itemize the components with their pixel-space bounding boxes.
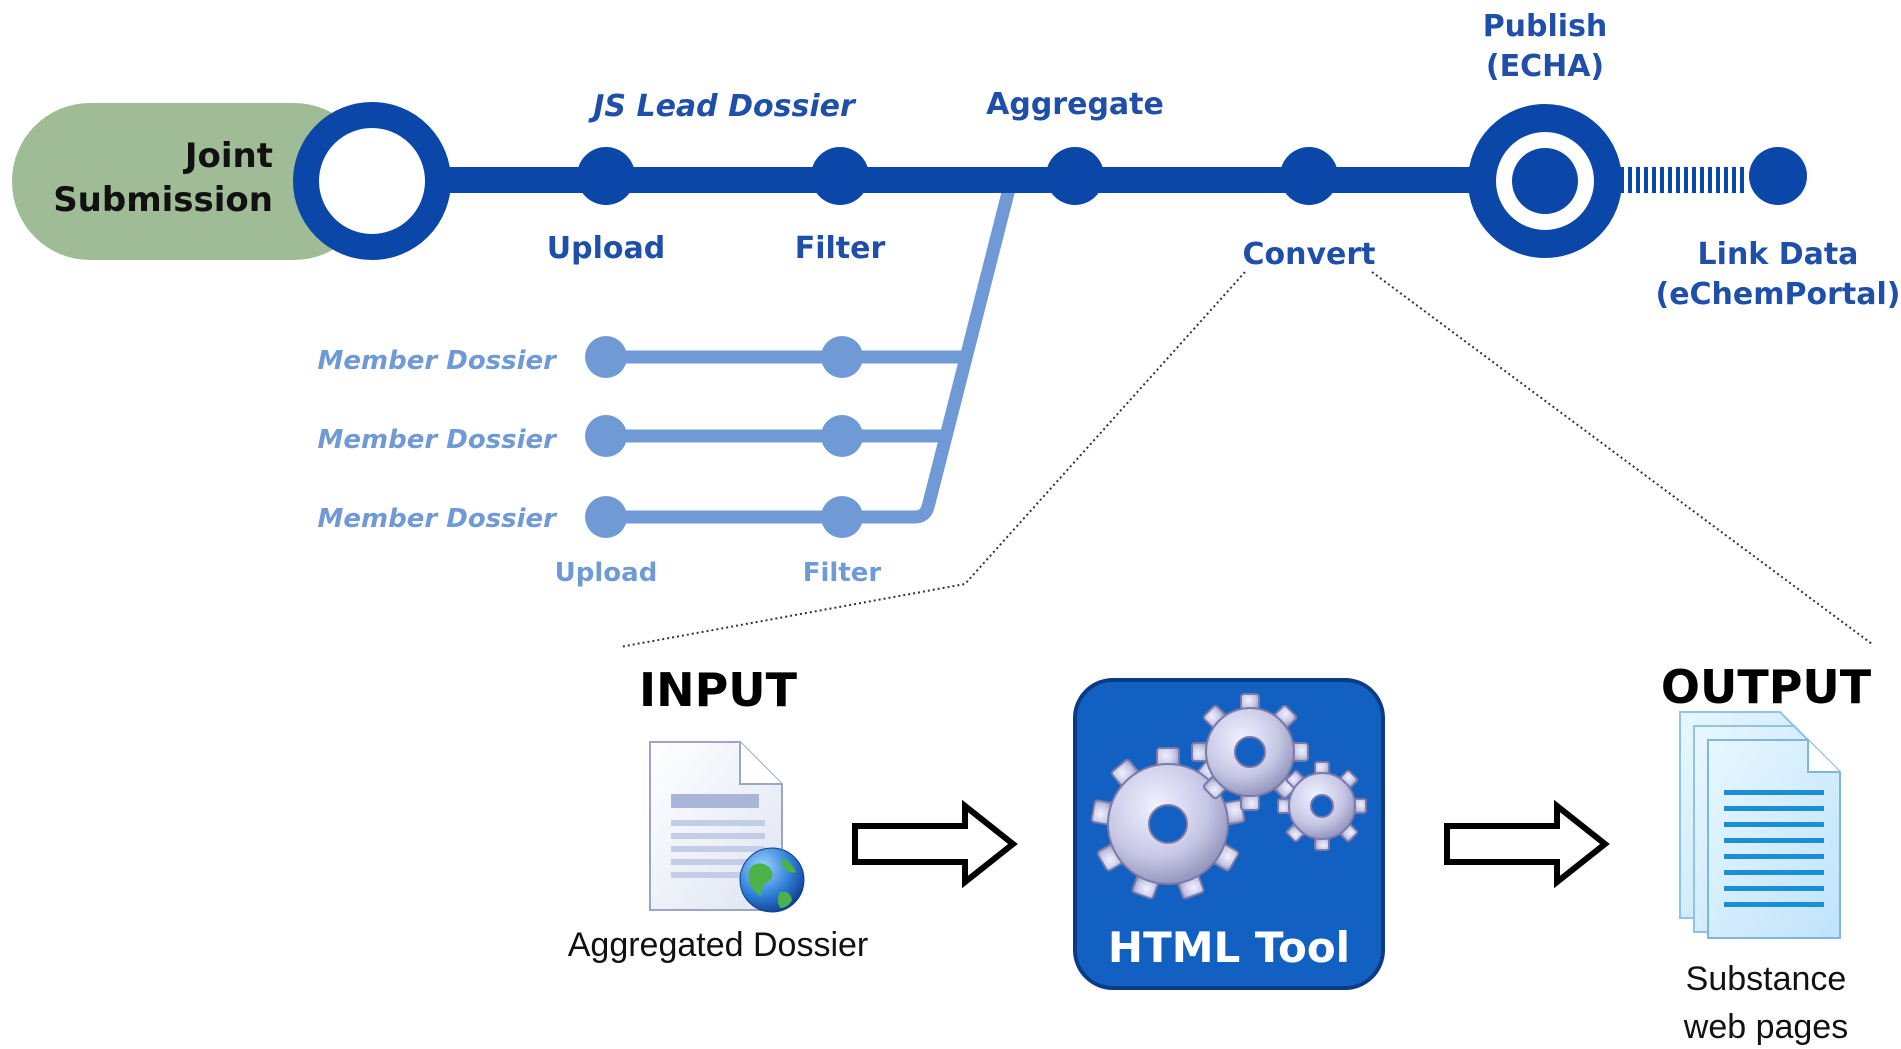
joint-submission-label-line2: Submission [53,180,273,220]
convert-label: Convert [1242,237,1375,272]
output-heading: OUTPUT [1661,660,1872,714]
joint-submission-node: Joint Submission [12,103,372,260]
main-line [293,102,1807,260]
member-dossier-label-1: Member Dossier [318,346,559,376]
member-filter-node-2 [821,415,863,457]
lead-upload-label: Upload [547,231,665,266]
zoom-line-left [619,271,1246,648]
member-branch [599,178,1017,524]
member-dossier-label-3: Member Dossier [318,504,559,534]
member-upload-node-1 [585,336,627,378]
gears-icon [1090,693,1367,900]
hollow-right-arrow-icon-2 [1444,799,1610,889]
joint-submission-label-line1: Joint [183,136,273,176]
member-filter-node-1 [821,336,863,378]
html-tool-box: HTML Tool [1073,678,1385,990]
publish-label-line2: (ECHA) [1486,49,1604,84]
js-lead-dossier-label: JS Lead Dossier [588,89,857,124]
convert-node [1280,147,1338,205]
output-caption-line2: web pages [1683,1008,1848,1046]
member-line-3-and-trunk [599,178,1017,524]
link-data-node [1749,147,1807,205]
hollow-right-arrow-icon [852,799,1018,889]
member-nodes [585,336,863,538]
joint-submission-pill [12,103,372,260]
member-filter-label: Filter [803,558,882,588]
document-with-globe-icon [649,741,805,913]
input-caption: Aggregated Dossier [568,926,869,964]
member-upload-node-3 [585,496,627,538]
input-heading: INPUT [639,663,798,717]
member-dossier-label-2: Member Dossier [318,425,559,455]
html-tool-label: HTML Tool [1108,923,1350,972]
joint-submission-ring [293,102,451,260]
link-data-label-line1: Link Data [1698,237,1859,272]
member-filter-node-3 [821,496,863,538]
lead-upload-node [577,147,635,205]
lead-filter-label: Filter [795,231,886,266]
member-upload-node-2 [585,415,627,457]
lead-filter-node [811,147,869,205]
link-data-label-line2: (eChemPortal) [1655,277,1900,312]
publish-label-line1: Publish [1483,9,1608,44]
zoom-line-right [1371,271,1873,645]
output-caption-line1: Substance [1686,960,1847,998]
zoom-callout-lines [619,271,1873,648]
aggregate-label: Aggregate [986,87,1164,122]
aggregate-node [1046,147,1104,205]
stacked-documents-icon [1679,711,1841,939]
publish-ring-center [1512,148,1578,214]
member-upload-label: Upload [555,558,658,588]
